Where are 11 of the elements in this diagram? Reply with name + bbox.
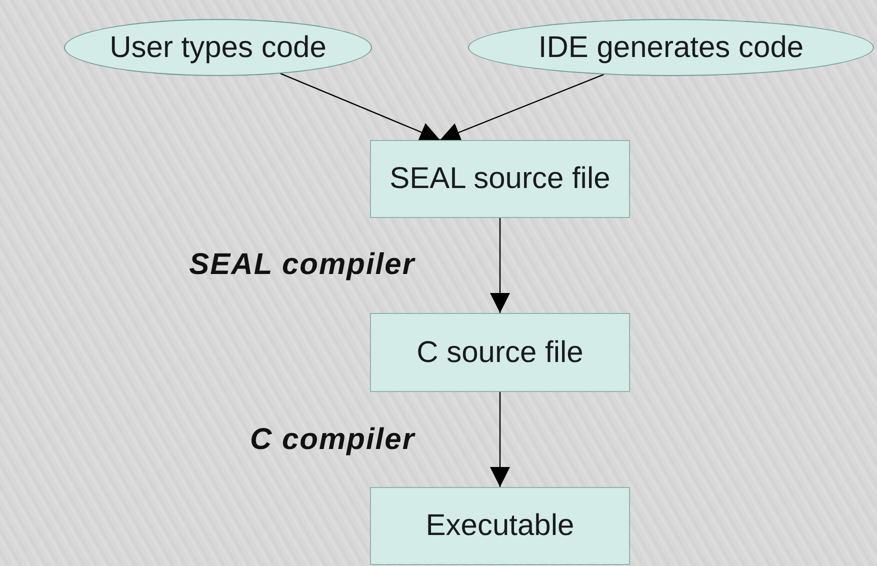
process-box: Executable [370,487,630,565]
arrow [490,218,510,313]
ellipse-node: User types code [64,19,372,76]
arrow [440,74,604,142]
arrow [490,392,510,487]
edge-label: SEAL compiler [189,248,415,282]
process-box: C source file [370,313,630,392]
process-box: SEAL source file [370,140,630,218]
arrow [280,73,440,142]
ellipse-node: IDE generates code [468,19,874,76]
edge-label: C compiler [250,423,415,457]
